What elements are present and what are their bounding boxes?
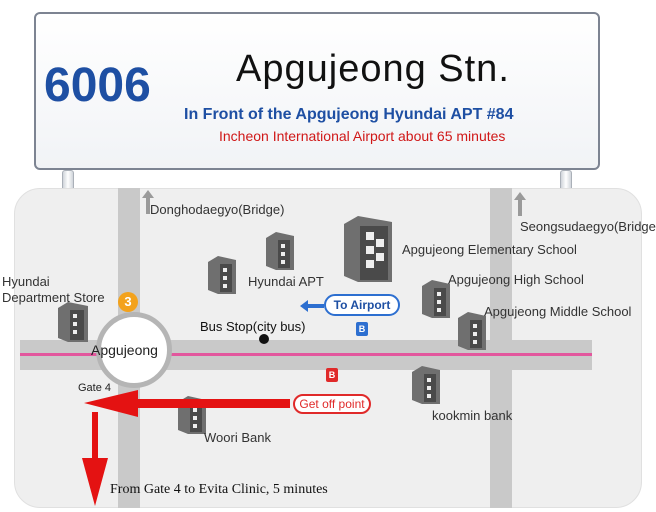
building-icon-high-school <box>422 280 450 318</box>
label-gate-4: Gate 4 <box>78 382 112 394</box>
directions-text: From Gate 4 to Evita Clinic, 5 minutes <box>110 482 328 497</box>
arrow-icon-to-airport <box>300 300 324 312</box>
bus-stop-icon-airport: B <box>356 322 368 336</box>
station-marker <box>96 312 172 388</box>
label-donghodaegyo: Donghodaegyo(Bridge) <box>150 202 285 217</box>
bus-stop-icon-get-off: B <box>326 368 338 382</box>
station-name: Apgujeong Stn. <box>236 48 510 90</box>
get-off-point-label: Get off point <box>293 394 371 414</box>
to-airport-label: To Airport <box>324 294 400 316</box>
arrow-icon-seongsudaegyo <box>514 192 526 216</box>
arrow-icon-donghodaegyo <box>142 190 154 214</box>
subway-line-3 <box>20 353 592 356</box>
label-middle-school: Apgujeong Middle School <box>484 304 632 319</box>
arrow-icon-walk-south <box>82 412 108 506</box>
label-kookmin-bank: kookmin bank <box>432 408 513 423</box>
bus-stop-dot <box>259 334 269 344</box>
route-sign <box>34 12 600 170</box>
building-icon-middle-school <box>458 312 486 350</box>
building-icon-kookmin-bank <box>412 366 440 404</box>
label-woori-bank: Woori Bank <box>204 430 271 445</box>
building-icon-hyundai-store <box>58 302 88 342</box>
label-elementary-school: Apgujeong Elementary School <box>402 242 577 257</box>
building-icon-apt-1 <box>208 256 236 294</box>
building-icon-apt-2 <box>266 232 294 270</box>
label-hyundai-apt: Hyundai APT <box>248 274 324 289</box>
arrow-icon-walk-west <box>84 390 290 417</box>
stop-location: In Front of the Apgujeong Hyundai APT #8… <box>184 106 514 123</box>
building-icon-elementary <box>344 216 392 282</box>
label-seongsudaegyo: Seongsudaegyo(Bridge) <box>520 219 656 234</box>
label-bus-stop: Bus Stop(city bus) <box>200 319 306 334</box>
label-hyundai-store-1: Hyundai <box>2 274 50 289</box>
label-hyundai-store-2: Department Store <box>2 290 105 305</box>
airport-travel-time: Incheon International Airport about 65 m… <box>219 128 506 144</box>
route-number: 6006 <box>44 59 151 112</box>
label-high-school: Apgujeong High School <box>448 272 584 287</box>
line-3-badge: 3 <box>118 292 138 312</box>
station-marker-label: Apgujeong <box>91 342 158 358</box>
